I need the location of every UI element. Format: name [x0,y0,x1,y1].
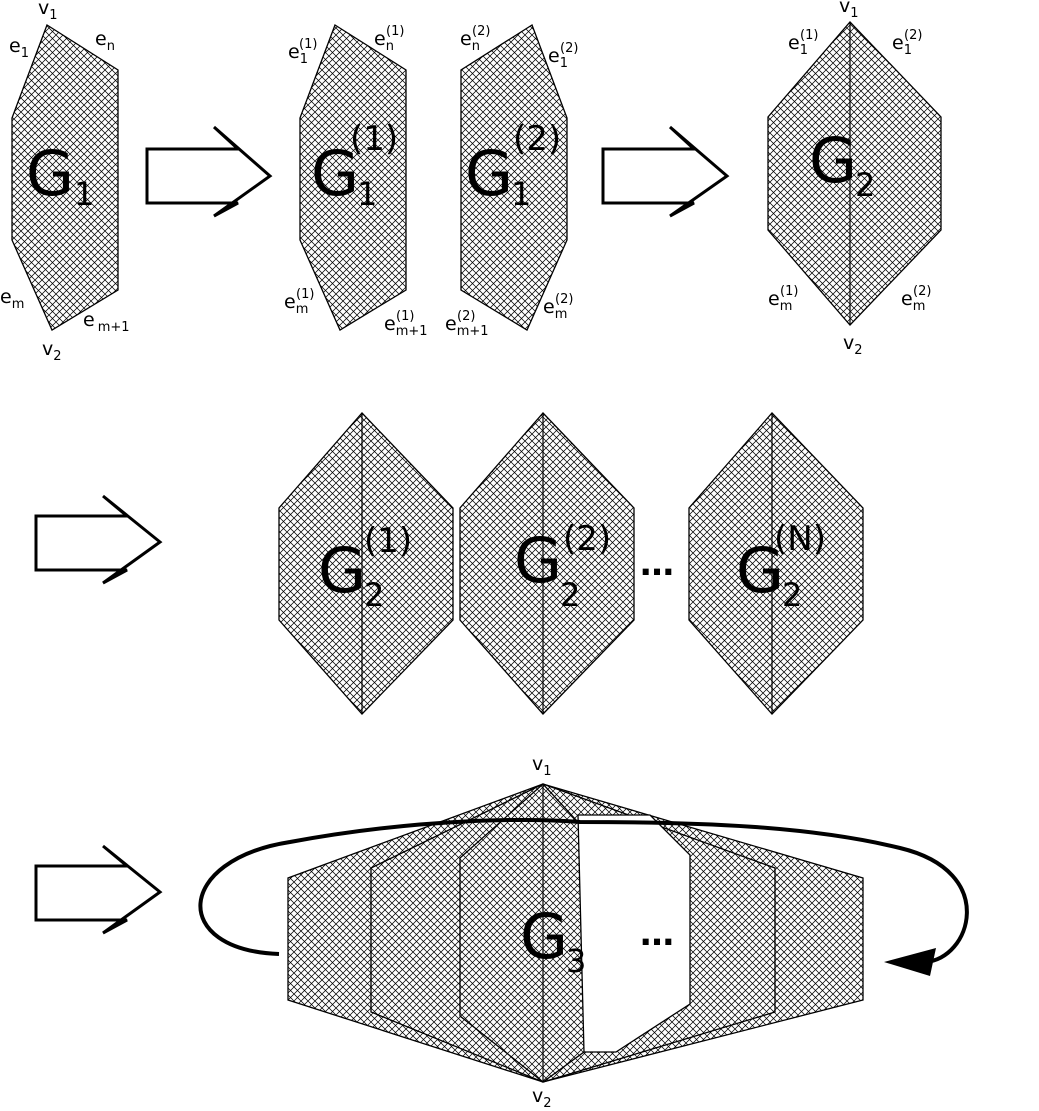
graph-g1-copy2-shape [460,24,568,331]
edge-c1-em1-sup: (1) [396,309,414,324]
transform-arrow-4 [34,844,163,935]
wrap-around-curve [198,818,969,964]
graph-g2-copyN-label: G2 [736,534,802,614]
vertex-v1-label: v1 [38,0,58,23]
edge-c1-en-sup: (1) [386,24,404,39]
edge-c2-em1-sup: (2) [457,309,475,324]
graph-g2-vertex-v1-label: v1 [839,0,859,21]
transform-arrow-3 [34,494,163,585]
graph-g2-vertex-v2-label: v2 [843,332,863,358]
graph-g2-copy2-label: G2 [514,524,580,614]
graph-g2-copy2-sup: (2) [563,519,611,559]
edge-e1-label: e1 [9,35,29,61]
edge-c1-em-sup: (1) [296,287,314,302]
graph-g2-edge-em-2-label: em [901,288,925,314]
graph-g1-label: G1 [26,137,94,213]
graph-g2-edge-em-1-sup: (1) [780,284,798,299]
edge-c2-em-label: em [543,296,567,322]
graph-g2-edge-em-2-sup: (2) [913,284,931,299]
edge-em-label: em [0,286,24,312]
graph-g2-edge-e1-1-sup: (1) [800,28,818,43]
graph-g2-label: G2 [809,124,875,204]
graph-g1-copy2-label: G1 [465,137,531,213]
row2-ellipsis: … [640,544,674,584]
edge-c2-e1-label: e1 [548,45,568,71]
edge-c2-en-sup: (2) [472,24,490,39]
edge-c1-e1-sup: (1) [299,37,317,52]
graph-g2-edge-e1-2-label: e1 [892,32,912,58]
graph-g2-copy1-label: G2 [318,534,384,614]
graph-g3-vertex-v2-label: v2 [532,1085,552,1111]
edge-c1-em1-label: em+1 [384,313,428,339]
edge-c1-e1-label: e1 [288,41,308,67]
edge-c1-en-label: en [374,28,394,54]
edge-c1-em-label: em [284,291,308,317]
graph-g2-edge-e1-1-label: e1 [788,32,808,58]
graph-g3-gap [577,814,691,1053]
row3-ellipsis: … [640,914,674,954]
wrap-around-arrowhead [884,948,936,976]
graph-g1-shape [11,24,119,331]
graph-g2-copy1-sup: (1) [364,521,412,561]
graph-g3-vertex-v1-label: v1 [532,753,552,779]
row-3: G3 … v1 v2 [34,753,969,1111]
edge-c2-em1-label: em+1 [445,313,489,339]
graph-g1-copy2-sup: (2) [513,119,561,159]
row-2: G2 (1) G2 (2) … G2 (N) [34,412,864,715]
graph-g2-edge-e1-2-sup: (2) [904,28,922,43]
edge-en-label: en [95,28,115,54]
transform-arrow-1 [145,125,273,218]
graph-g1-copy1-label: G1 [311,137,377,213]
graph-g1-copy1-sup: (1) [350,119,398,159]
transform-arrow-2 [601,125,730,218]
graph-g2-edge-em-1-label: em [768,288,792,314]
vertex-v2-label: v2 [42,338,62,364]
graph-g3-label: G3 [520,900,586,980]
graph-g2-copyN-sup: (N) [774,519,826,559]
graph-g1-copy1-shape [299,24,407,331]
edge-c2-em-sup: (2) [555,292,573,307]
edge-c2-e1-sup: (2) [560,41,578,56]
edge-c2-en-label: en [460,28,480,54]
